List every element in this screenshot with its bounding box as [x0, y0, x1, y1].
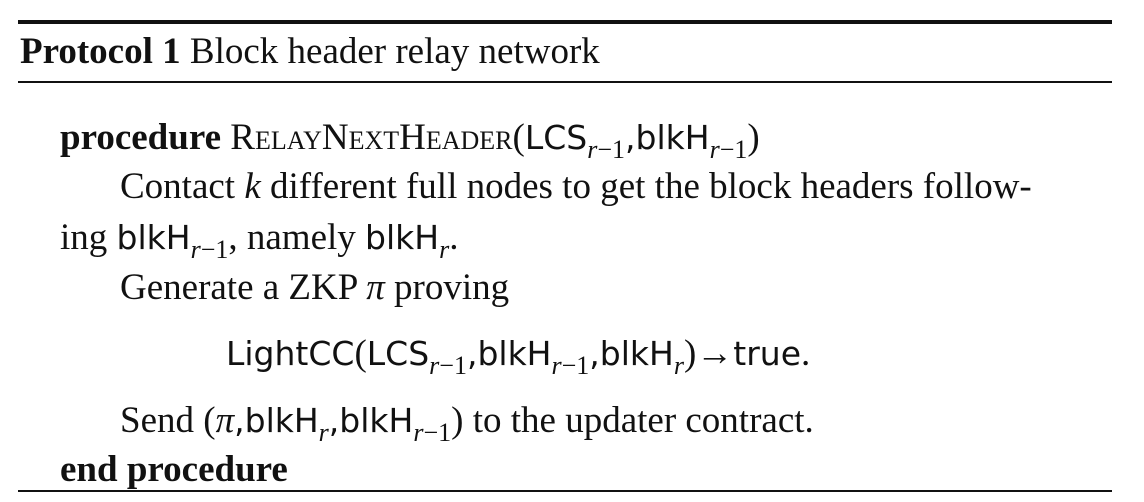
arg-lcs-sub: r−1 [587, 135, 626, 164]
bottom-rule [18, 490, 1112, 492]
contact-line: Contact k different full nodes to get th… [120, 166, 1032, 207]
end-procedure: end procedure [60, 449, 288, 490]
procedure-name: RelayNextHeader [230, 117, 513, 158]
arg-lcs: LCS [524, 118, 588, 157]
arrow-symbol: → [696, 333, 734, 374]
arg-blkh: blkH [635, 118, 710, 157]
caption-title: Block header relay network [189, 31, 600, 72]
protocol-block: Protocol 1 Block header relay network pr… [18, 20, 1112, 492]
caption-rule [18, 81, 1112, 83]
caption-label: Protocol 1 [20, 31, 181, 72]
lightcc-equation: LightCC(LCSr−1,blkHr−1,blkHr)→true. [226, 333, 811, 380]
top-rule [18, 20, 1112, 24]
send-line: Send (π,blkHr,blkHr−1) to the updater co… [120, 400, 814, 447]
var-k: k [244, 166, 261, 207]
procedure-keyword: procedure [60, 117, 222, 158]
value-true: true [733, 334, 802, 373]
protocol-caption: Protocol 1 Block header relay network [20, 30, 600, 74]
arg-blkh-sub: r−1 [709, 135, 748, 164]
procedure-line: procedure RelayNextHeader(LCSr−1,blkHr−1… [60, 117, 760, 164]
generate-line: Generate a ZKP π proving [120, 267, 510, 308]
contact-line-continued: ing blkHr−1, namely blkHr. [60, 217, 459, 264]
func-lightcc: LightCC [226, 334, 355, 373]
var-pi: π [366, 267, 385, 308]
